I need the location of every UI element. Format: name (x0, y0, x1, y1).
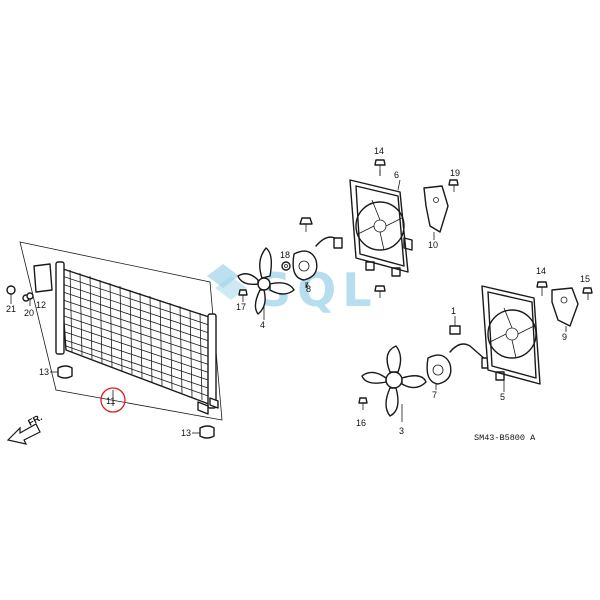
connector-1 (449, 316, 461, 335)
callout-4: 4 (260, 320, 265, 330)
callout-11: 11 (106, 396, 115, 406)
callout-21: 21 (6, 304, 16, 314)
callout-9: 9 (562, 332, 567, 342)
callout-17: 17 (236, 302, 246, 312)
leader-lines (112, 170, 567, 406)
callout-labels: 1 3 4 5 6 7 8 9 10 11 12 13 13 14 14 15 … (6, 146, 590, 438)
callout-14-right: 14 (536, 266, 546, 276)
rubber-mount-upper (50, 365, 73, 379)
screw-19 (448, 179, 459, 192)
fan-shroud-5 (481, 285, 541, 385)
screw-15 (582, 287, 593, 300)
diagram-reference-code: SM43-B5800 A (474, 433, 536, 443)
bolt-14-mid (374, 285, 386, 298)
bracket-9 (551, 287, 579, 327)
callout-13-upper: 13 (39, 367, 49, 377)
callout-1: 1 (451, 306, 456, 316)
callout-18: 18 (280, 250, 290, 260)
callout-16: 16 (356, 418, 366, 428)
screw-16 (358, 397, 368, 410)
callout-3: 3 (399, 426, 404, 436)
screw-17 (238, 289, 248, 302)
bolt-14-upper (374, 159, 386, 176)
callout-5: 5 (500, 392, 505, 402)
fan-motor-7 (426, 343, 491, 385)
front-arrow-label: FR. (26, 412, 43, 428)
callout-7: 7 (432, 390, 437, 400)
bolt-21 (6, 285, 16, 304)
fan-motor-8 (292, 236, 343, 288)
bolt-20 (26, 292, 34, 306)
rubber-mount-lower (192, 425, 215, 439)
bracket-10 (423, 185, 449, 233)
front-arrow-icon (6, 423, 41, 445)
condenser-assembly (19, 241, 223, 421)
bolt-14-right (536, 281, 548, 296)
callout-12: 12 (36, 300, 46, 310)
radiator-fan-3 (361, 345, 427, 422)
condenser-fan-4 (237, 247, 295, 316)
highlight-circle (100, 387, 126, 413)
screw-c (299, 217, 313, 232)
callout-20: 20 (24, 308, 34, 318)
callout-14-upper: 14 (374, 146, 384, 156)
washer-18 (281, 261, 291, 271)
callout-10: 10 (428, 240, 438, 250)
callout-15: 15 (580, 274, 590, 284)
condenser-fins (61, 269, 215, 401)
callout-13-lower: 13 (181, 428, 191, 438)
callout-19: 19 (450, 168, 460, 178)
callout-6: 6 (394, 170, 399, 180)
callout-8: 8 (306, 284, 311, 294)
fan-shroud-6 (349, 179, 413, 277)
